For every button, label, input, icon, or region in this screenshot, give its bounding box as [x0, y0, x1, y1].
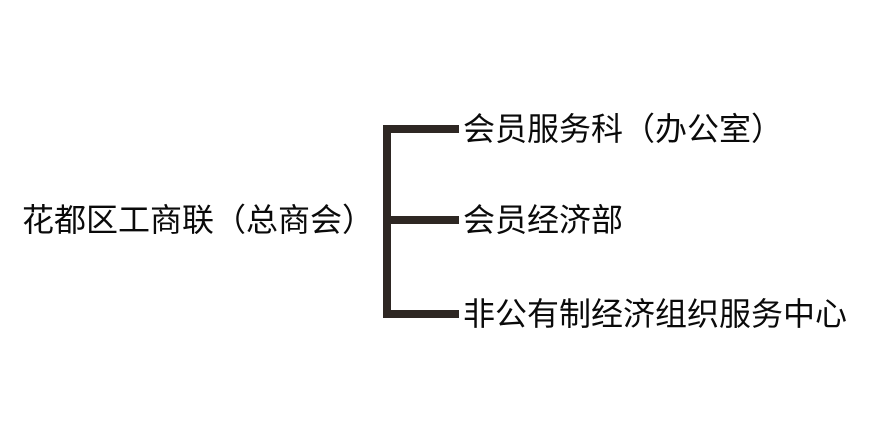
root-node-label: 花都区工商联（总商会）	[22, 201, 375, 239]
bracket-branch-2	[383, 216, 459, 224]
bracket-branch-3	[383, 310, 459, 318]
bracket-branch-1	[383, 125, 459, 133]
child-node-2: 会员经济部	[463, 198, 623, 242]
root-node: 花都区工商联（总商会）	[22, 198, 382, 242]
child-node-3: 非公有制经济组织服务中心	[463, 292, 847, 336]
child-node-2-label: 会员经济部	[463, 201, 624, 239]
child-node-1-label: 会员服务科（办公室）	[463, 110, 784, 148]
child-node-1: 会员服务科（办公室）	[463, 107, 783, 151]
child-node-3-label: 非公有制经济组织服务中心	[463, 295, 848, 333]
bracket-connector	[383, 125, 461, 318]
